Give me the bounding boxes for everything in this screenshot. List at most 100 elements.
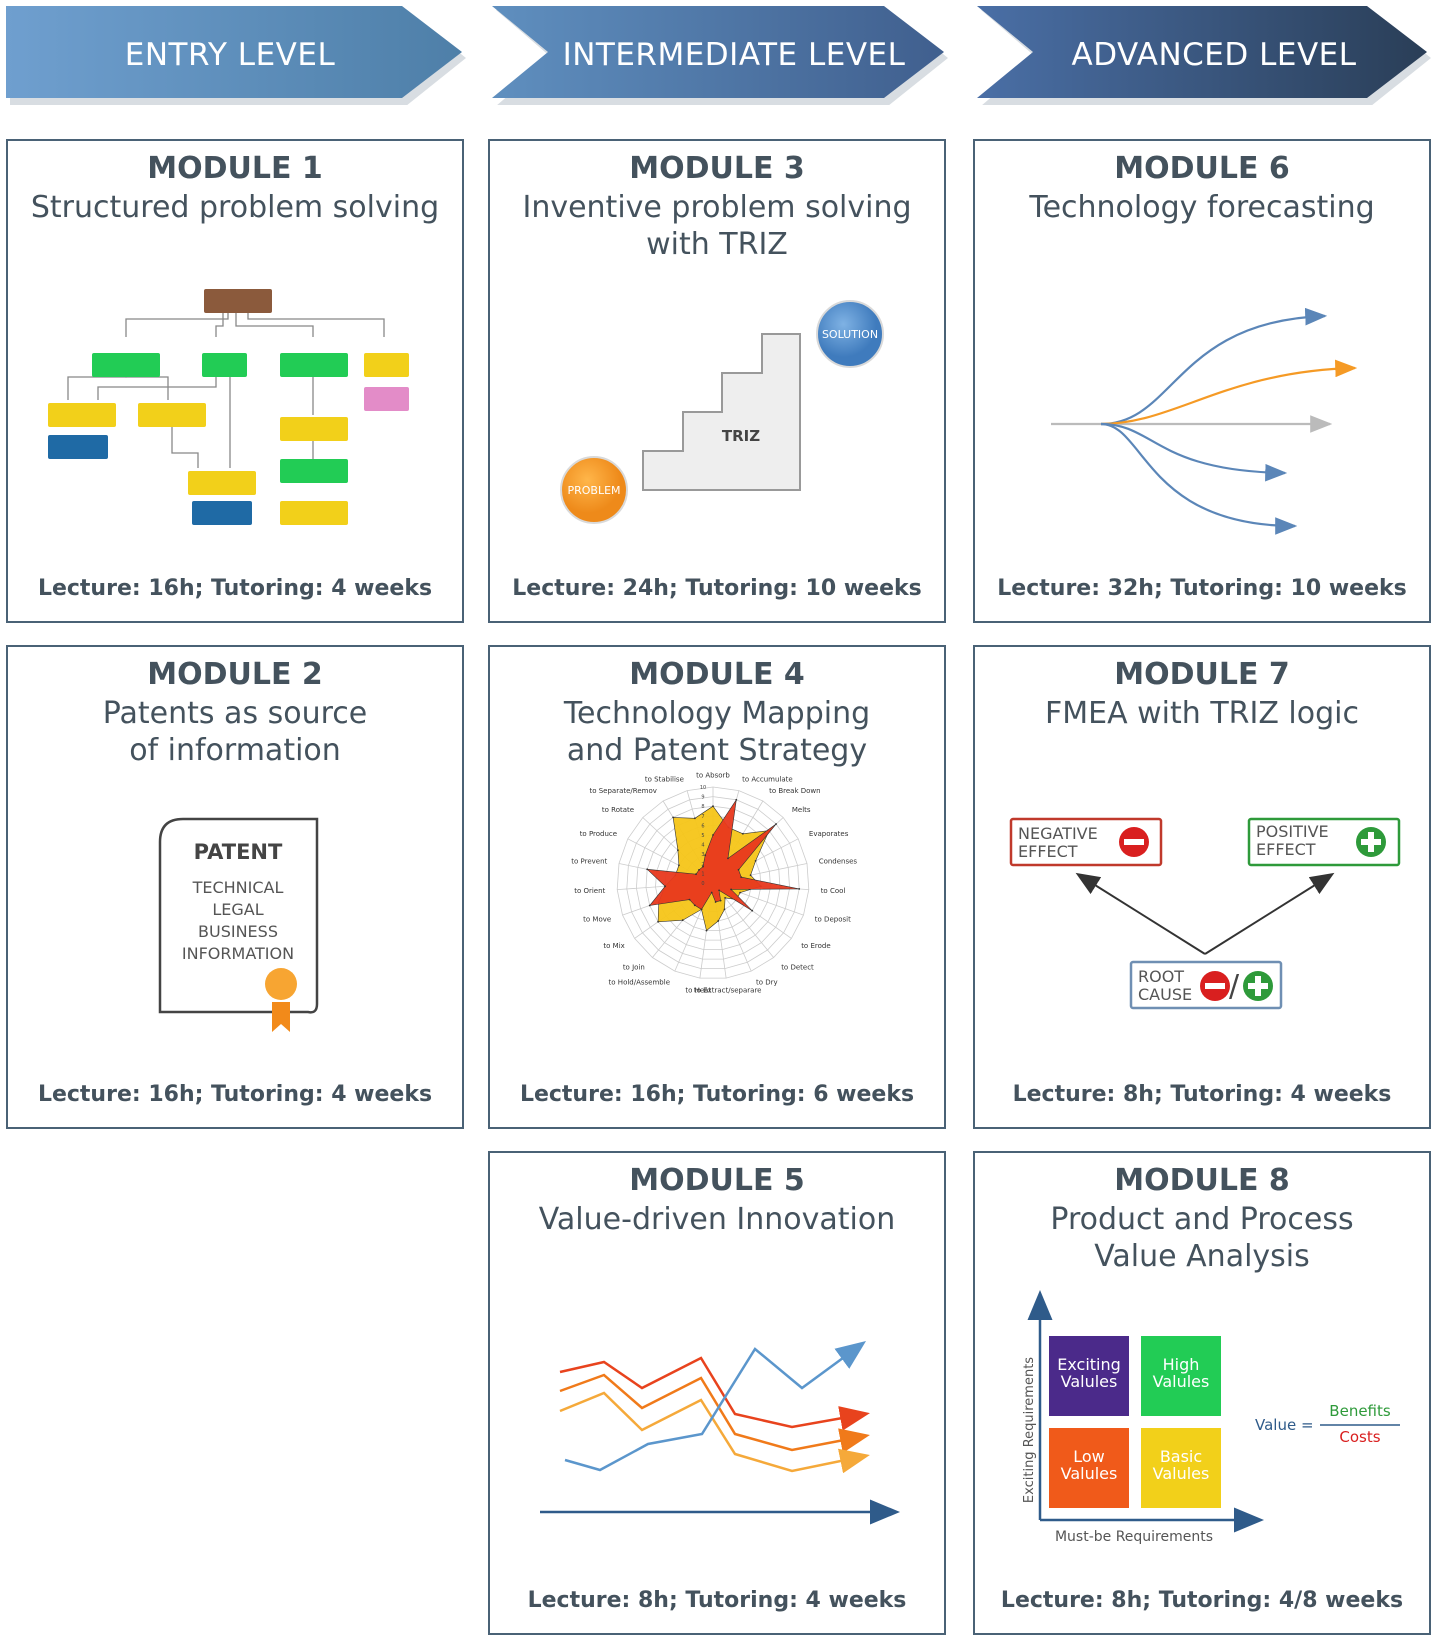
module-number: MODULE 3 (629, 151, 805, 186)
radar-axis-label: to Join (623, 963, 645, 971)
radar-point (735, 798, 738, 801)
minus-icon (1119, 827, 1149, 857)
radar-tick-label: 5 (701, 833, 704, 839)
fmea-diagram: NEGATIVE EFFECT POSITIVE EFFECT ROOT CAU… (1009, 817, 1401, 1010)
quadrant-label: Basic (1160, 1447, 1202, 1466)
positive-effect-label: EFFECT (1256, 840, 1316, 859)
negative-effect-label: NEGATIVE (1018, 824, 1098, 843)
module-footer: Lecture: 16h; Tutoring: 4 weeks (37, 576, 433, 601)
patent-line: INFORMATION (182, 944, 294, 963)
radar-point (700, 908, 703, 911)
radar-axis-label: to Deposit (815, 916, 851, 924)
value-formula-numerator: Benefits (1329, 1402, 1391, 1420)
radar-tick-label: 3 (701, 852, 704, 858)
radar-point (705, 929, 708, 932)
org-chart-illustration (48, 289, 409, 525)
solution-label: SOLUTION (822, 328, 878, 341)
module-1-card: MODULE 1 Structured problem solving (6, 139, 464, 623)
radar-axis-label: to Cool (821, 887, 846, 895)
radar-point (648, 904, 651, 907)
radar-point (678, 864, 680, 867)
radar-tick-label: 0 (701, 881, 704, 887)
y-axis-label: Exciting Requirements (1022, 1357, 1037, 1503)
banner-intermediate-label: INTERMEDIATE LEVEL (562, 37, 906, 73)
module-title: Technology Mapping and Patent Strategy (563, 696, 871, 768)
radar-point (740, 876, 743, 878)
module-title: Patents as source of information (102, 696, 368, 768)
banner-intermediate-shape (492, 6, 948, 105)
quadrant-label: Valules (1061, 1464, 1118, 1483)
module-7-card: MODULE 7 FMEA with TRIZ logic NEGATIVE E… (973, 645, 1431, 1129)
patent-document-illustration: PATENT TECHNICAL LEGAL BUSINESS INFORMAT… (158, 817, 319, 1032)
banner-advanced-label: ADVANCED LEVEL (1071, 37, 1357, 73)
module-footer: Lecture: 8h; Tutoring: 4 weeks (1012, 1082, 1392, 1107)
x-axis-label: Must-be Requirements (1055, 1529, 1213, 1545)
radar-point (664, 885, 666, 888)
radar-axis-label: to Produce (580, 830, 617, 838)
module-title: Technology forecasting (1029, 190, 1375, 225)
radar-axis-label: to Break Down (769, 787, 821, 795)
low-values-quadrant (1049, 1428, 1129, 1508)
quadrant-label: Valules (1061, 1372, 1118, 1391)
module-8-card: MODULE 8 Product and Process Value Analy… (973, 1151, 1431, 1635)
radar-grid-ring (655, 824, 771, 941)
radar-point (677, 849, 679, 852)
radar-axis-label: to Prevent (571, 858, 607, 866)
radar-point (710, 891, 713, 894)
module-footer: Lecture: 16h; Tutoring: 6 weeks (519, 1082, 915, 1107)
radar-point (694, 817, 696, 820)
quadrant-label: Exciting (1057, 1355, 1121, 1374)
radar-axis-label: to Mix (603, 942, 624, 950)
module-2-card: MODULE 2 Patents as source of informatio… (6, 645, 464, 1129)
radar-axis-label: to Move (583, 916, 611, 924)
radar-axis-label: to Heat (685, 987, 711, 995)
radar-point (712, 834, 714, 836)
module-number: MODULE 2 (147, 657, 323, 692)
radar-grid-ring (645, 815, 781, 951)
radar-axis-label: to Absorb (696, 772, 730, 780)
radar-point (719, 899, 722, 902)
radar-point (712, 805, 714, 808)
radar-point (681, 919, 684, 922)
radar-axis-label: to Dry (756, 979, 778, 987)
radar-point (754, 860, 757, 862)
radar-tick-label: 4 (701, 843, 704, 849)
root-cause-label: ROOT (1138, 967, 1184, 986)
radar-point (798, 888, 801, 890)
radar-point (737, 868, 740, 871)
banner-entry-level: ENTRY LEVEL (0, 0, 470, 105)
module-title: Inventive problem solving with TRIZ (522, 190, 912, 262)
patent-line: TECHNICAL (192, 878, 284, 897)
value-matrix-diagram: Exciting Valules High Valules Low Valule… (1022, 1290, 1400, 1545)
radar-point (698, 869, 700, 871)
value-formula-lhs: Value = (1255, 1416, 1314, 1434)
triz-staircase-illustration: TRIZ PROBLEM SOLUTION (560, 300, 884, 524)
module-number: MODULE 4 (629, 657, 805, 692)
banner-intermediate-level: INTERMEDIATE LEVEL (488, 0, 958, 105)
quadrant-label: High (1163, 1355, 1200, 1374)
module-footer: Lecture: 8h; Tutoring: 4/8 weeks (1000, 1588, 1404, 1613)
banner-advanced-shape (977, 6, 1431, 105)
radar-point (751, 909, 754, 912)
radar-point (688, 898, 691, 901)
radar-point (657, 920, 659, 923)
radar-point (749, 874, 752, 877)
radar-axis-label: to Detect (781, 963, 814, 971)
radar-axis-label: Melts (792, 806, 811, 814)
module-number: MODULE 1 (147, 151, 323, 186)
radar-grid-ring (626, 796, 800, 970)
award-seal-icon (265, 968, 297, 1032)
radar-point (724, 897, 726, 899)
basic-values-quadrant (1141, 1428, 1221, 1508)
radar-axis-label: Condenses (819, 858, 858, 866)
module-5-card: MODULE 5 Value-driven Innovation Lecture… (488, 1151, 946, 1635)
module-title: FMEA with TRIZ logic (1044, 696, 1359, 731)
module-number: MODULE 5 (629, 1163, 805, 1198)
radar-point (704, 854, 707, 857)
radar-axis-label: to Stabilise (645, 776, 684, 784)
exciting-values-quadrant (1049, 1336, 1129, 1416)
module-3-card: MODULE 3 Inventive problem solving with … (488, 139, 946, 623)
radar-point (718, 889, 720, 892)
radar-point (730, 888, 732, 891)
